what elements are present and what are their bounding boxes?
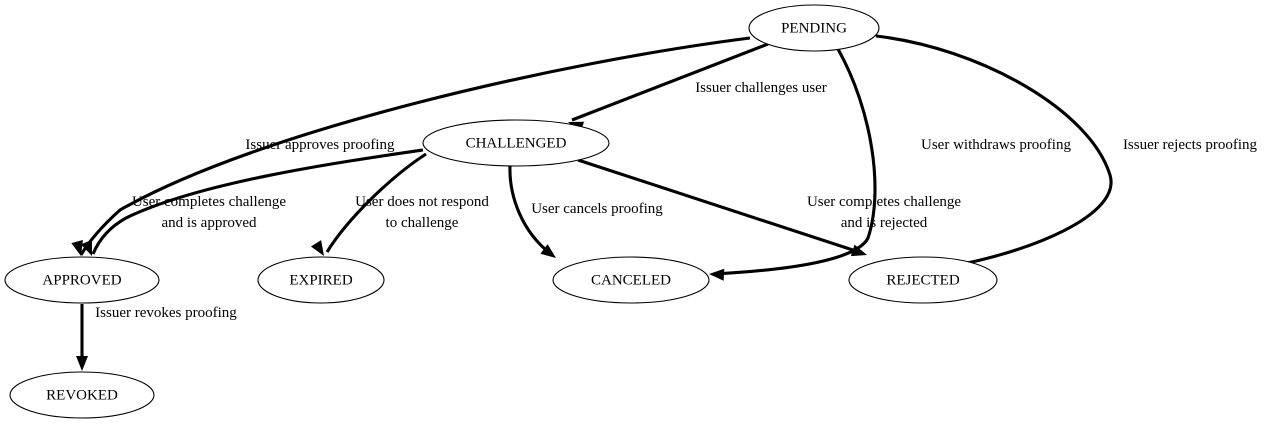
- node-rejected[interactable]: REJECTED: [848, 256, 998, 304]
- arrowhead-challenged-rejected: [850, 244, 867, 257]
- edge-label-line: to challenge: [386, 215, 459, 231]
- edge-line-challenged-canceled: [508, 165, 552, 256]
- node-shape-rejected[interactable]: [848, 256, 998, 304]
- node-label-challenged: CHALLENGED: [466, 135, 567, 151]
- edge-approved-revoked: [76, 304, 88, 371]
- edge-label-pending-canceled: User withdraws proofing: [921, 137, 1071, 153]
- edge-line-challenged-expired: [325, 152, 427, 253]
- edge-line-pending-approved: [79, 36, 751, 256]
- edge-challenged-rejected: [577, 158, 867, 257]
- node-label-approved: APPROVED: [42, 272, 121, 288]
- edge-label-pending-rejected: Issuer rejects proofing: [1123, 137, 1258, 153]
- edge-label-challenged-canceled: User cancels proofing: [531, 201, 663, 217]
- edge-line-pending-challenged: [571, 42, 769, 122]
- edge-label-line: User does not respond: [355, 194, 489, 210]
- edge-label-line: Issuer rejects proofing: [1123, 137, 1258, 153]
- arrowhead-pending-canceled: [709, 268, 725, 281]
- edge-label-line: User completes challenge: [132, 194, 286, 210]
- edge-label-pending-approved: Issuer approves proofing: [245, 137, 395, 153]
- nodes-layer: PENDING CHALLENGED APPROVED EXPIRED CANCELED…: [4, 4, 998, 419]
- edge-label-line: Issuer revokes proofing: [95, 305, 237, 321]
- edge-challenged-canceled: [508, 165, 556, 258]
- edge-label-line: Issuer challenges user: [695, 80, 827, 96]
- edge-pending-rejected: [875, 34, 1113, 276]
- node-shape-approved[interactable]: [4, 256, 160, 304]
- node-label-expired: EXPIRED: [289, 272, 353, 288]
- node-shape-pending[interactable]: [748, 4, 880, 52]
- edge-line-pending-canceled: [713, 48, 877, 276]
- edge-label-challenged-rejected: User completes challenge and is rejected: [807, 194, 961, 231]
- edge-pending-approved: [71, 36, 751, 256]
- edge-label-approved-revoked: Issuer revokes proofing: [95, 305, 237, 321]
- edge-line-challenged-approved: [91, 148, 424, 255]
- node-shape-challenged[interactable]: [422, 119, 610, 167]
- arrowhead-challenged-expired: [310, 240, 324, 256]
- node-shape-canceled[interactable]: [552, 256, 710, 304]
- node-label-canceled: CANCELED: [591, 272, 671, 288]
- node-shape-revoked[interactable]: [9, 371, 155, 419]
- node-challenged[interactable]: CHALLENGED: [422, 119, 610, 167]
- edge-labels-layer: Issuer approves proofing Issuer challenge…: [95, 80, 1257, 321]
- edge-label-line: User withdraws proofing: [921, 137, 1071, 153]
- node-label-rejected: REJECTED: [886, 272, 959, 288]
- edge-challenged-approved: [80, 148, 424, 256]
- edge-label-challenged-expired: User does not respond to challenge: [355, 194, 489, 231]
- node-label-pending: PENDING: [781, 20, 847, 36]
- edge-pending-canceled: [709, 48, 877, 281]
- edge-label-line: Issuer approves proofing: [245, 137, 395, 153]
- edge-label-line: User cancels proofing: [531, 201, 663, 217]
- node-approved[interactable]: APPROVED: [4, 256, 160, 304]
- arrowhead-pending-approved: [71, 239, 83, 256]
- node-revoked[interactable]: REVOKED: [9, 371, 155, 419]
- edge-line-challenged-rejected: [577, 158, 863, 255]
- node-canceled[interactable]: CANCELED: [552, 256, 710, 304]
- arrowhead-approved-revoked: [76, 356, 88, 371]
- edge-challenged-expired: [310, 152, 427, 256]
- edges-layer: [71, 34, 1113, 371]
- node-pending[interactable]: PENDING: [748, 4, 880, 52]
- edge-label-pending-challenged: Issuer challenges user: [695, 80, 827, 96]
- edge-label-line: and is approved: [162, 215, 257, 231]
- edge-label-line: User completes challenge: [807, 194, 961, 210]
- arrowhead-challenged-approved: [80, 239, 92, 256]
- node-shape-expired[interactable]: [257, 256, 385, 304]
- edge-label-challenged-approved: User completes challenge and is approved: [132, 194, 286, 231]
- edge-label-line: and is rejected: [841, 215, 928, 231]
- node-expired[interactable]: EXPIRED: [257, 256, 385, 304]
- node-label-revoked: REVOKED: [46, 387, 118, 403]
- arrowhead-challenged-canceled: [540, 244, 556, 258]
- edge-line-pending-rejected: [875, 34, 1113, 268]
